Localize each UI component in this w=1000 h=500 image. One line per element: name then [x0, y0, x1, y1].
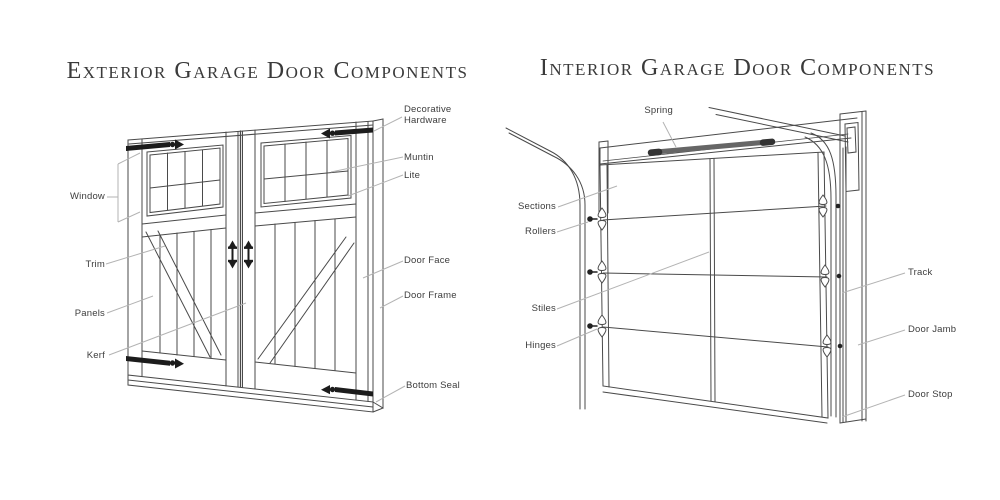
label-trim: Trim	[85, 259, 105, 270]
hinge-and-roller-icons	[587, 194, 843, 358]
strap-hinge-top-right-icon	[321, 127, 373, 139]
label-spring: Spring	[644, 105, 673, 116]
label-door-frame: Door Frame	[404, 290, 457, 301]
door-handle-right-icon	[244, 240, 253, 269]
label-sections: Sections	[517, 201, 556, 212]
label-track: Track	[908, 267, 933, 278]
right-track	[708, 107, 849, 418]
door-jamb-board	[839, 110, 867, 424]
label-window: Window	[70, 191, 105, 202]
interior-door-drawing	[505, 107, 867, 424]
label-hinges: Hinges	[525, 340, 556, 351]
exterior-diagram-title: Exterior Garage Door Components	[66, 58, 469, 84]
left-track	[505, 127, 586, 410]
roller-dots	[587, 203, 843, 349]
cross-braces	[145, 230, 355, 364]
right-window-grid	[260, 134, 352, 208]
middle-stile	[709, 158, 716, 402]
label-stiles: Stiles	[531, 303, 556, 314]
label-bottom-seal: Bottom Seal	[406, 380, 460, 391]
decorative-hardware-icons	[126, 127, 373, 397]
hinge-icon	[597, 194, 832, 358]
interior-leader-lines	[556, 121, 906, 418]
door-panels-planks	[159, 218, 336, 371]
label-panels: Panels	[74, 308, 105, 319]
label-decorative-hardware: Decorative Hardware	[404, 104, 452, 126]
left-window-grid	[146, 144, 224, 217]
torsion-spring	[647, 138, 776, 156]
door-handle-left-icon	[228, 240, 237, 269]
label-kerf: Kerf	[86, 350, 105, 361]
label-rollers: Rollers	[525, 226, 556, 237]
strap-hinge-bottom-left-icon	[126, 356, 184, 369]
label-door-face: Door Face	[404, 255, 451, 266]
label-lite: Lite	[404, 170, 421, 181]
label-door-jamb: Door Jamb	[908, 324, 957, 335]
label-muntin: Muntin	[404, 152, 434, 163]
label-door-stop: Door Stop	[908, 389, 953, 400]
interior-diagram-title: Interior Garage Door Components	[539, 55, 936, 81]
door-rails	[141, 203, 357, 374]
strap-hinge-bottom-right-icon	[321, 385, 373, 397]
center-stiles	[225, 129, 256, 390]
strap-hinge-top-left-icon	[126, 139, 184, 151]
exterior-door-drawing	[127, 118, 384, 413]
bottom-seal-strip	[127, 374, 384, 413]
exterior-leader-lines	[105, 116, 406, 403]
